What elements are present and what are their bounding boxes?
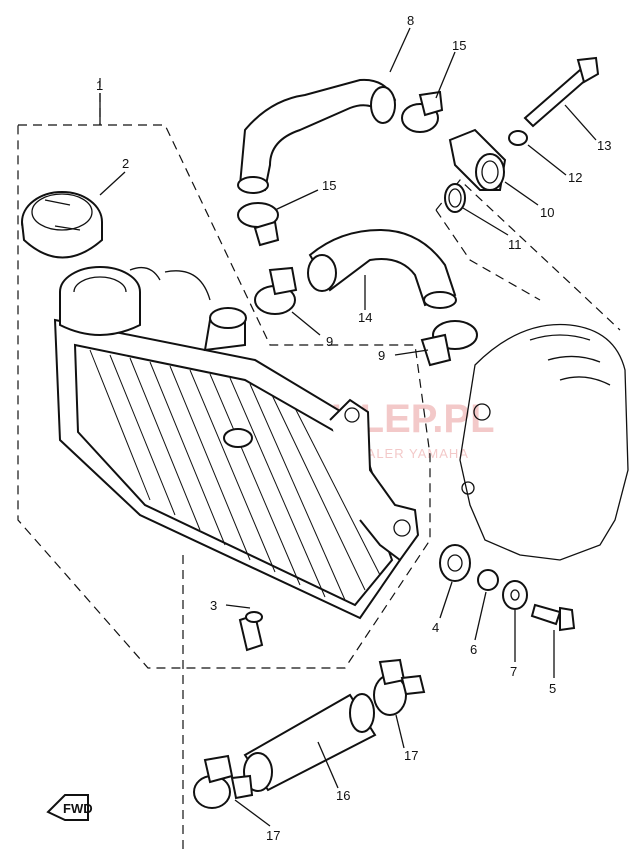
leader-lines <box>99 27 597 827</box>
callout-17-lower: 17 <box>266 828 280 843</box>
callout-14: 14 <box>358 310 372 325</box>
callout-15-upper: 15 <box>452 38 466 53</box>
grommet <box>439 544 471 582</box>
radiator-cap <box>21 191 103 259</box>
washer-7 <box>502 580 528 610</box>
callout-6: 6 <box>470 642 477 657</box>
washer <box>508 130 528 146</box>
collar <box>477 569 499 591</box>
callout-9-left: 9 <box>326 334 333 349</box>
callout-11: 11 <box>508 237 522 252</box>
hose-clamp-9-left <box>254 266 298 315</box>
lower-hose <box>243 693 377 792</box>
callout-12: 12 <box>568 170 582 185</box>
middle-hose <box>307 228 457 309</box>
upper-hose <box>237 78 397 194</box>
fwd-label: FWD <box>63 801 93 816</box>
bolt <box>523 56 600 128</box>
thermostat-group-outline <box>435 179 621 331</box>
callout-5: 5 <box>549 681 556 696</box>
callout-1: 1 <box>96 78 103 93</box>
callout-3: 3 <box>210 598 217 613</box>
bolt-5 <box>530 603 576 632</box>
callout-2: 2 <box>122 156 129 171</box>
forward-direction-arrow: FWD <box>46 794 93 821</box>
callout-15-lower: 15 <box>322 178 336 193</box>
callout-16: 16 <box>336 788 350 803</box>
callout-9-right: 9 <box>378 348 385 363</box>
engine-outline <box>459 323 629 561</box>
hose-clamp-15-lower <box>237 202 280 247</box>
callout-8: 8 <box>407 13 414 28</box>
callout-7: 7 <box>510 664 517 679</box>
callout-10: 10 <box>540 205 554 220</box>
callout-4: 4 <box>432 620 439 635</box>
o-ring <box>444 183 466 213</box>
callout-labels: 1 2 3 4 5 6 7 8 9 9 10 11 12 13 14 15 15… <box>96 13 611 843</box>
hose-clamp-17-upper <box>373 658 426 716</box>
drain-hose <box>238 611 264 652</box>
hose-clamp-17-lower <box>193 754 254 809</box>
hose-clamp-9-right <box>420 320 478 367</box>
thermostat-housing <box>448 128 507 191</box>
callout-13: 13 <box>597 138 611 153</box>
radiator <box>53 266 420 620</box>
callout-17-upper: 17 <box>404 748 418 763</box>
